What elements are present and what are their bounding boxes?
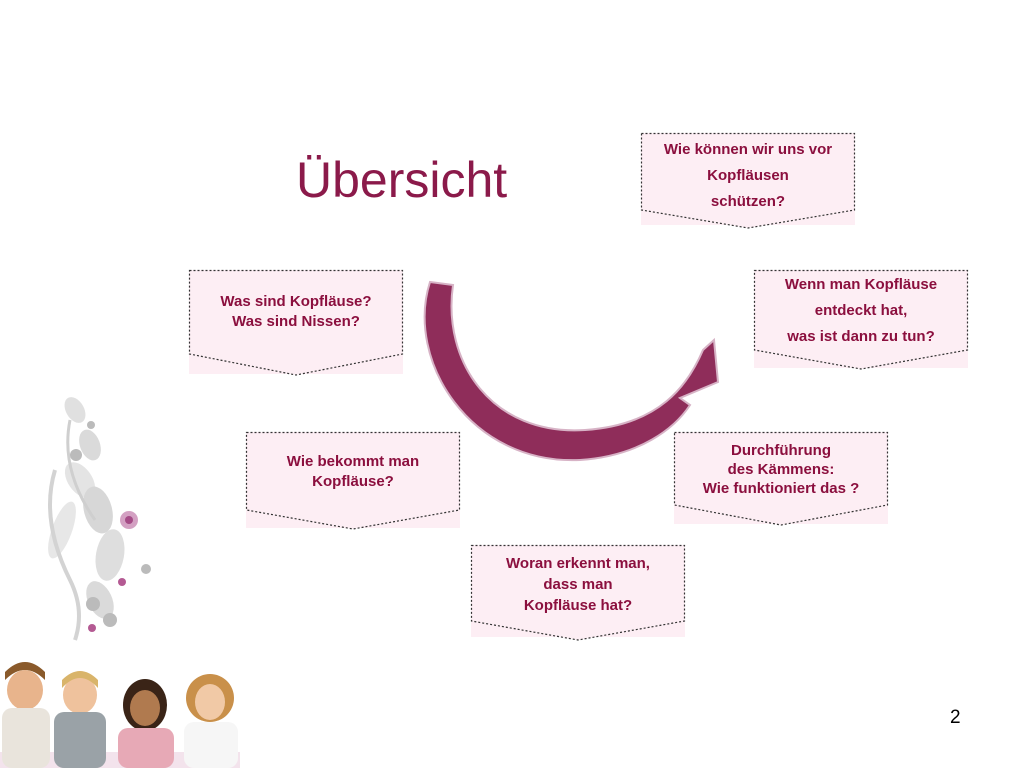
box-what-is-line-1: Was sind Kopfläuse? bbox=[220, 293, 372, 310]
box-recognize-line-2: dass man bbox=[543, 576, 613, 593]
box-combing-line-1: Durchführung bbox=[731, 442, 831, 459]
box-recognize-frame bbox=[470, 544, 686, 641]
children-photo-icon bbox=[0, 662, 240, 768]
box-protect: Wie können wir uns vor Kopfläusen schütz… bbox=[640, 132, 856, 229]
box-recognize: Woran erkennt man, dass man Kopfläuse ha… bbox=[470, 544, 686, 641]
page-title: Übersicht bbox=[296, 152, 508, 208]
box-discovered-line-1: Wenn man Kopfläuse bbox=[784, 276, 938, 293]
box-what-is-frame bbox=[188, 269, 404, 376]
box-discovered: Wenn man Kopfläuse entdeckt hat, was ist… bbox=[753, 269, 969, 370]
box-combing-line-2: des Kämmens: bbox=[727, 461, 835, 478]
box-how-get-line-1: Wie bekommt man bbox=[286, 453, 420, 470]
box-discovered-frame bbox=[753, 269, 969, 370]
box-combing: Durchführung des Kämmens: Wie funktionie… bbox=[673, 431, 889, 526]
box-protect-line-2: Kopfläusen bbox=[707, 167, 789, 184]
box-protect-frame bbox=[640, 132, 856, 229]
box-discovered-line-3: was ist dann zu tun? bbox=[787, 328, 935, 345]
flower-decoration-icon bbox=[48, 397, 151, 641]
box-recognize-line-1: Woran erkennt man, bbox=[506, 555, 650, 572]
box-how-get-line-2: Kopfläuse? bbox=[312, 473, 394, 490]
box-what-is: Was sind Kopfläuse? Was sind Nissen? bbox=[188, 269, 404, 376]
box-recognize-line-3: Kopfläuse hat? bbox=[523, 597, 633, 614]
box-how-get: Wie bekommt man Kopfläuse? bbox=[245, 431, 461, 530]
box-protect-line-1: Wie können wir uns vor bbox=[663, 141, 833, 158]
page-number: 2 bbox=[950, 707, 961, 728]
box-protect-line-3: schützen? bbox=[710, 193, 786, 210]
box-combing-line-3: Wie funktioniert das ? bbox=[702, 480, 860, 497]
box-combing-frame bbox=[673, 431, 889, 526]
box-what-is-line-2: Was sind Nissen? bbox=[232, 313, 360, 330]
box-discovered-line-2: entdeckt hat, bbox=[814, 302, 908, 319]
box-how-get-frame bbox=[245, 431, 461, 530]
